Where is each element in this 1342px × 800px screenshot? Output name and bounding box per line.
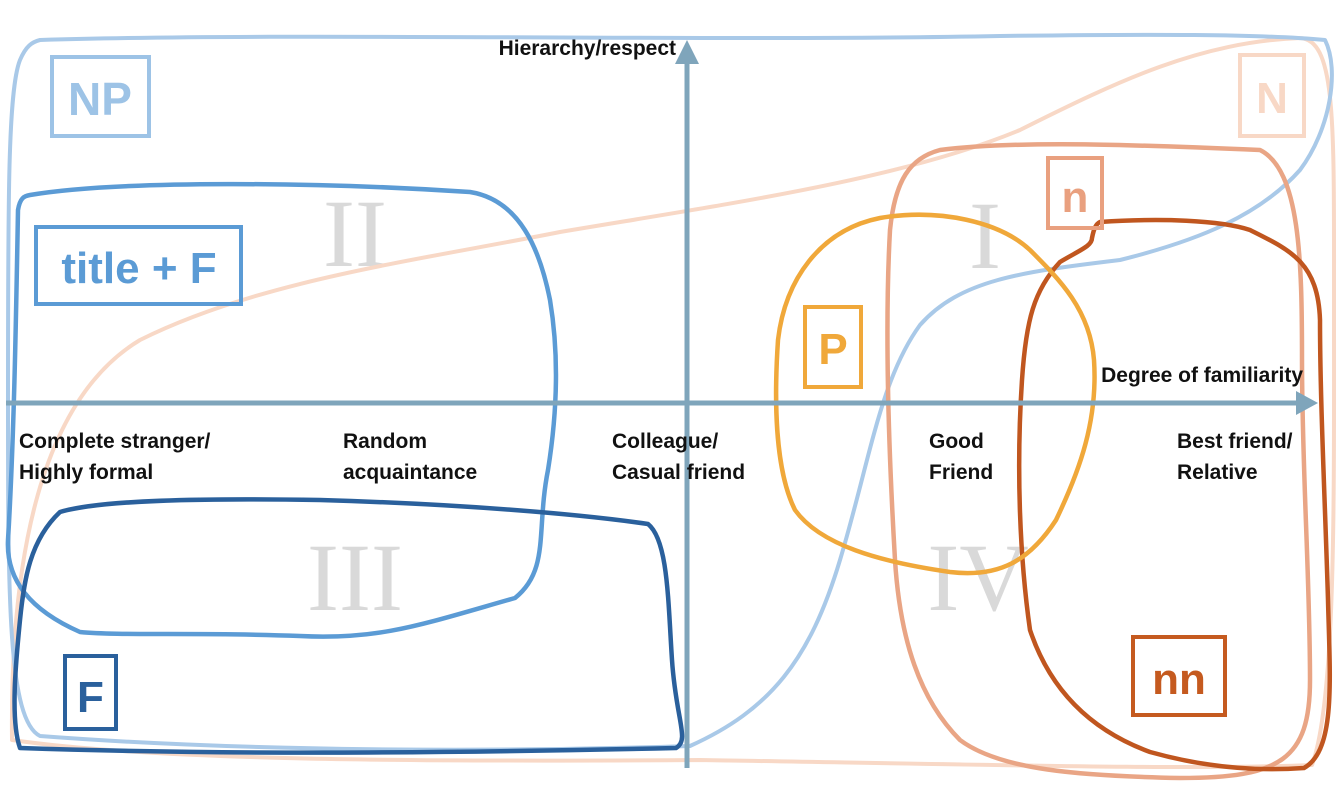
x-axis-arrowhead: [1296, 391, 1318, 415]
x-axis-title: Degree of familiarity: [1101, 364, 1303, 387]
region-nn-outline: [1016, 217, 1333, 772]
x-tick-good-friend-line1: Good: [929, 430, 984, 453]
x-tick-colleague: Colleague/ Casual friend: [612, 430, 745, 484]
label-box-nn: nn: [1131, 635, 1227, 717]
y-axis-title: Hierarchy/respect: [499, 37, 676, 60]
quadrant-label-i: I: [969, 182, 1001, 289]
region-f-outline: [12, 497, 685, 755]
label-n-lower-text: n: [1062, 173, 1089, 222]
region-n-upper-outline: [9, 36, 1337, 770]
x-tick-good-friend-line2: Friend: [929, 461, 993, 484]
quadrant-label-ii: II: [323, 180, 387, 287]
x-tick-stranger-line2: Highly formal: [19, 461, 153, 484]
label-np-text: NP: [68, 73, 132, 125]
x-tick-best-friend-line2: Relative: [1177, 461, 1258, 484]
label-f-text: F: [77, 673, 104, 722]
label-box-title-f: title + F: [34, 225, 243, 306]
x-tick-acquaintance-line2: acquaintance: [343, 461, 477, 484]
label-box-n-upper: N: [1238, 53, 1306, 138]
x-tick-colleague-line1: Colleague/: [612, 430, 718, 453]
x-tick-acquaintance: Random acquaintance: [343, 430, 477, 484]
label-p-text: P: [818, 325, 847, 374]
label-title-f-text: title + F: [61, 244, 216, 293]
label-nn-text: nn: [1152, 655, 1206, 704]
region-p-outline: [773, 212, 1097, 576]
label-box-n-lower: n: [1046, 156, 1104, 230]
quadrant-label-iv: IV: [927, 524, 1028, 631]
x-tick-stranger-line1: Complete stranger/: [19, 430, 211, 453]
label-n-upper-text: N: [1256, 74, 1288, 123]
label-box-p: P: [803, 305, 863, 389]
label-box-np: NP: [50, 55, 151, 138]
y-axis-arrowhead: [675, 40, 699, 64]
region-title-f-outline: [5, 181, 559, 639]
x-tick-acquaintance-line1: Random: [343, 430, 427, 453]
x-tick-good-friend: Good Friend: [929, 430, 993, 484]
x-tick-colleague-line2: Casual friend: [612, 461, 745, 484]
x-tick-best-friend-line1: Best friend/: [1177, 430, 1293, 453]
quadrant-label-iii: III: [307, 524, 403, 631]
label-box-f: F: [63, 654, 118, 731]
x-tick-best-friend: Best friend/ Relative: [1177, 430, 1293, 484]
region-n-lower-outline: [885, 141, 1313, 781]
x-tick-stranger: Complete stranger/ Highly formal: [19, 430, 211, 484]
